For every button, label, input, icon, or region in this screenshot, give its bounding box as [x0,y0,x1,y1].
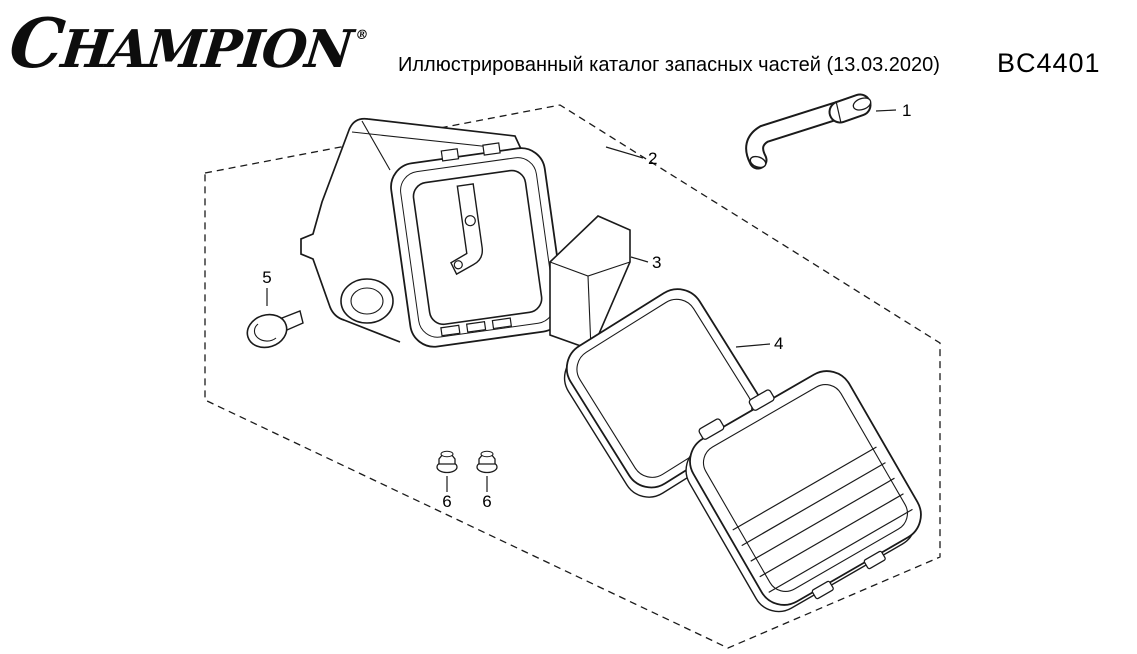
model-code: BC4401 [997,48,1101,78]
callout-6a: 6 [442,476,452,511]
air-box-cover [685,370,922,613]
callout-number: 3 [652,253,661,272]
callout-number: 6 [482,492,491,511]
assembly-boundary-dashed [204,104,941,649]
callout-number: 4 [774,334,783,353]
callout-number: 1 [902,101,911,120]
callout-6b: 6 [482,476,492,511]
breather-hose [745,93,872,170]
callout-1: 1 [875,101,911,120]
inner-bracket [450,183,484,276]
foam-element [549,215,631,352]
callout-3: 3 [630,253,661,272]
callout-number: 5 [262,268,271,287]
callout-4: 4 [735,334,783,353]
air-box-housing [300,117,565,352]
plug [246,310,304,349]
flange-nut [436,450,458,474]
callout-number: 6 [442,492,451,511]
callout-2: 2 [605,146,657,168]
callout-5: 5 [262,268,272,306]
flange-nut [476,450,498,474]
callout-number: 2 [648,149,657,168]
catalog-title: Иллюстрированный каталог запасных частей… [398,54,940,76]
